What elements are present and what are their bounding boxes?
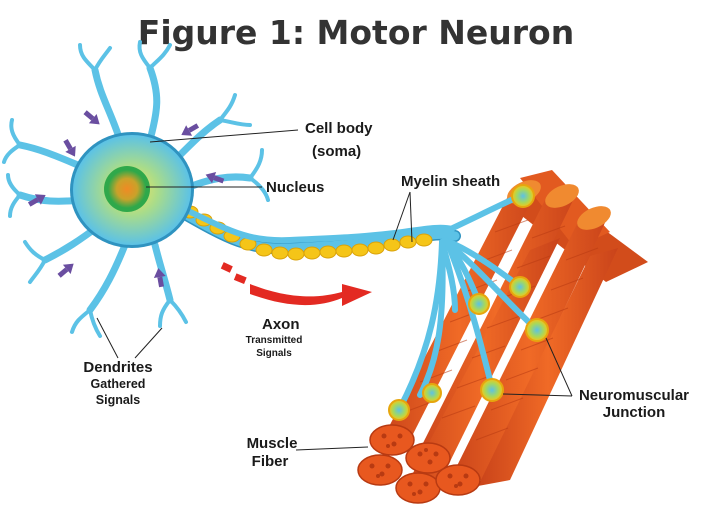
- label-axon-transmitted: Transmitted: [246, 335, 303, 346]
- label-axon-signals: Signals: [256, 348, 292, 359]
- label-cell-body-soma: (soma): [312, 143, 361, 160]
- label-axon: Axon: [262, 316, 300, 333]
- label-cell-body: Cell body: [305, 120, 373, 137]
- label-dendrites: Dendrites: [83, 359, 152, 376]
- arrow-icon: [55, 259, 77, 280]
- label-neuromuscular: Neuromuscular: [579, 387, 689, 404]
- label-junction: Junction: [603, 404, 666, 421]
- label-muscle: Muscle: [247, 435, 298, 452]
- label-nucleus: Nucleus: [266, 179, 324, 196]
- label-dendrites-signals: Signals: [96, 393, 141, 407]
- nucleus: [104, 166, 150, 212]
- arrow-icon: [81, 108, 103, 129]
- label-dendrites-gathered: Gathered: [91, 377, 146, 391]
- label-fiber: Fiber: [252, 453, 289, 470]
- muscle-fiber-bundle: [358, 170, 648, 503]
- axon-signal-arrow: [221, 262, 372, 306]
- figure-title: Figure 1: Motor Neuron: [138, 13, 574, 52]
- label-myelin-sheath: Myelin sheath: [401, 173, 500, 190]
